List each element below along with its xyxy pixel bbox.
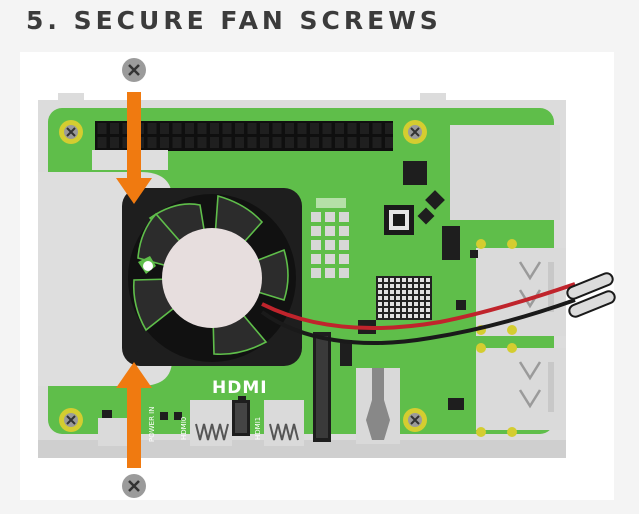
micro-hdmi-1-port: [264, 400, 304, 446]
screw-icon: [122, 474, 146, 498]
audio-jack: [356, 368, 400, 444]
component-small-2: [456, 300, 466, 310]
usb-controller-chip: [384, 205, 414, 235]
wire-plug-red: [566, 272, 614, 300]
mounting-hole-top-left: [59, 120, 83, 144]
ram-vent: [311, 212, 349, 278]
page-title: 5. SECURE FAN SCREWS: [26, 6, 442, 35]
hdmi1-label: HDMI1: [254, 417, 262, 440]
screw-icon: [122, 58, 146, 82]
component-diamond-2: [417, 207, 435, 225]
power-in-label: POWER IN: [148, 407, 156, 442]
fan-hub: [162, 228, 262, 328]
ethernet-port: [450, 125, 560, 220]
component-small-3: [448, 398, 464, 410]
micro-hdmi-0-port: [190, 400, 232, 446]
mounting-hole-bottom-right: [403, 408, 427, 432]
fan-wires: [260, 272, 616, 345]
wire-plug-black: [568, 290, 616, 318]
component-diamond: [425, 190, 445, 210]
mounting-hole-top-right: [403, 120, 427, 144]
arrow-up-icon: [116, 362, 152, 468]
mounting-hole-bottom-left: [59, 408, 83, 432]
arrow-down-icon: [116, 92, 152, 204]
fan-screw-hole-bottom: [128, 350, 140, 362]
component-block: [442, 226, 460, 260]
component-small-4: [340, 340, 352, 366]
cooling-fan: [122, 188, 302, 366]
fan-screw-hole-top: [128, 204, 140, 216]
gpio-pins: [95, 121, 393, 151]
ram-label-strip: [316, 198, 346, 208]
usb-port-lower: [476, 348, 566, 430]
processor-heatsink: [376, 276, 432, 320]
chip-small-top: [403, 161, 427, 185]
hdmi0-label: HDMI0: [180, 417, 188, 440]
hdmi-logo-text: HDMI: [212, 378, 268, 398]
